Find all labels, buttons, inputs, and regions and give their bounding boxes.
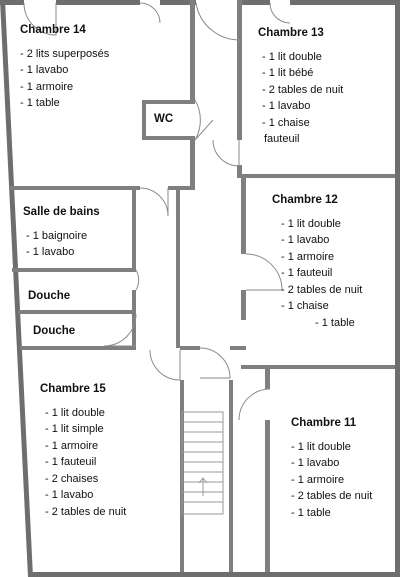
furniture-item: - 1 lavabo — [291, 457, 340, 469]
furniture-item: - 1 table — [20, 97, 60, 109]
furniture-item: - 1 lavabo — [20, 64, 69, 76]
staircase — [181, 411, 224, 515]
furniture-item: - 2 tables de nuit — [262, 83, 344, 96]
furniture-item: - 1 lit bébé — [262, 67, 314, 79]
room-salle-de-bains: Salle de bains - 1 baignoire - 1 lavabo — [23, 204, 100, 261]
furniture-item: - 1 armoire — [281, 250, 335, 263]
room-chambre-14: Chambre 14 - 2 lits superposés - 1 lavab… — [20, 22, 109, 112]
furniture-item: - 1 lavabo — [262, 100, 311, 112]
interior-walls — [10, 0, 395, 572]
furniture-item: - 2 tables de nuit — [281, 283, 363, 296]
room-chambre-11: Chambre 11 - 1 lit double - 1 lavabo - 1… — [291, 415, 372, 521]
furniture-item: - 1 armoire — [20, 80, 74, 93]
furniture-item: - 1 table — [291, 506, 331, 519]
room-title: Salle de bains — [23, 206, 100, 218]
furniture-item: - 1 armoire — [291, 473, 345, 486]
furniture-item: - 1 baignoire — [26, 229, 88, 242]
furniture-item: - 2 tables de nuit — [291, 490, 373, 502]
room-chambre-15: Chambre 15 - 1 lit double - 1 lit simple… — [40, 381, 126, 520]
room-douche-2: Douche — [33, 325, 76, 337]
furniture-item: - 1 armoire — [45, 439, 99, 452]
furniture-item: - 1 chaise — [262, 116, 310, 129]
room-title: Chambre 12 — [272, 194, 338, 206]
furniture-item-extra: - 1 table — [315, 317, 355, 329]
room-douche-1: Douche — [28, 290, 71, 302]
room-title: Chambre 11 — [291, 417, 357, 429]
room-wc: WC — [154, 113, 174, 125]
furniture-item: - 1 fauteuil — [45, 456, 97, 468]
furniture-item: - 1 lit double — [45, 406, 105, 419]
furniture-item: - 1 lit simple — [45, 423, 104, 435]
furniture-item: - 1 lavabo — [281, 234, 330, 246]
furniture-item: - 1 lavabo — [45, 489, 94, 501]
furniture-item: - 1 fauteuil — [281, 267, 333, 279]
door-swings — [23, 2, 291, 421]
furniture-item: - 1 lit double — [291, 440, 351, 453]
room-title: Chambre 15 — [40, 383, 106, 395]
furniture-item: - 1 lavabo — [26, 246, 75, 258]
furniture-item: fauteuil — [264, 133, 300, 145]
furniture-item: - 2 lits superposés — [20, 47, 110, 60]
furniture-item: - 1 lit double — [262, 50, 322, 63]
room-chambre-12: Chambre 12 - 1 lit double - 1 lavabo - 1… — [272, 192, 362, 315]
furniture-item: - 2 tables de nuit — [45, 505, 127, 518]
room-title: Chambre 14 — [20, 24, 86, 36]
furniture-item: - 1 chaise — [281, 300, 329, 312]
room-title: Chambre 13 — [258, 27, 324, 39]
furniture-item: - 2 chaises — [45, 472, 99, 485]
furniture-item: - 1 lit double — [281, 217, 341, 230]
room-chambre-13: Chambre 13 - 1 lit double - 1 lit bébé -… — [258, 25, 343, 148]
